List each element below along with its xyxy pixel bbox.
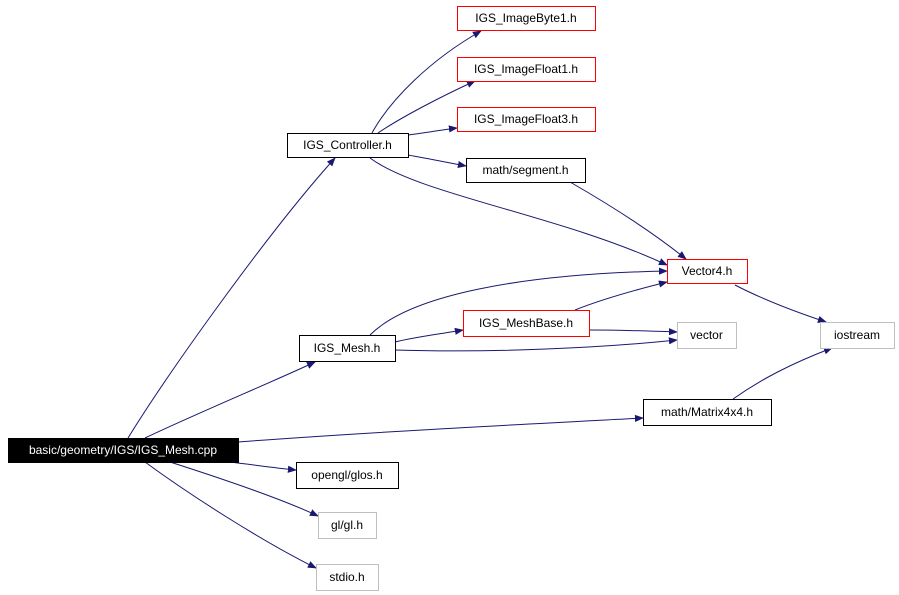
node-imagefloat1[interactable]: IGS_ImageFloat1.h bbox=[457, 57, 596, 82]
node-box bbox=[287, 133, 409, 158]
node-label: IGS_MeshBase.h bbox=[479, 316, 573, 330]
edge-controller-to-imagefloat3 bbox=[407, 125, 458, 136]
node-label: IGS_ImageFloat1.h bbox=[474, 62, 578, 76]
node-label: IGS_Controller.h bbox=[303, 138, 392, 152]
edge-root-to-glos bbox=[229, 461, 297, 473]
node-box bbox=[677, 322, 737, 349]
node-label: math/Matrix4x4.h bbox=[661, 405, 753, 419]
node-label: opengl/glos.h bbox=[311, 468, 382, 482]
node-label: Vector4.h bbox=[682, 264, 733, 278]
edge-meshbase-to-vector4 bbox=[574, 280, 668, 311]
node-label: iostream bbox=[834, 328, 880, 342]
node-meshbase[interactable]: IGS_MeshBase.h bbox=[463, 310, 590, 337]
node-label: IGS_ImageByte1.h bbox=[475, 11, 576, 25]
node-box bbox=[296, 462, 399, 489]
node-label: IGS_ImageFloat3.h bbox=[474, 112, 578, 126]
edge-root-to-controller bbox=[127, 157, 336, 439]
edge-root-to-matrix bbox=[237, 414, 644, 443]
edge-controller-to-imagebyte1 bbox=[371, 30, 482, 134]
edge-meshbase-to-vector bbox=[588, 328, 678, 336]
node-label: gl/gl.h bbox=[331, 518, 363, 532]
node-iostream[interactable]: iostream bbox=[820, 322, 895, 349]
node-box bbox=[643, 399, 772, 426]
node-box bbox=[457, 57, 596, 82]
node-box bbox=[466, 158, 586, 183]
node-box bbox=[318, 512, 377, 539]
edge-vector4-to-iostream bbox=[734, 284, 827, 323]
edge-root-to-mesh bbox=[144, 361, 316, 439]
node-vector4[interactable]: Vector4.h bbox=[667, 259, 748, 284]
edge-controller-to-imagefloat1 bbox=[377, 80, 476, 134]
edge-mesh-to-vector bbox=[394, 337, 678, 352]
node-box bbox=[820, 322, 895, 349]
edge-controller-to-segment bbox=[407, 154, 467, 169]
node-box bbox=[299, 335, 396, 362]
node-box bbox=[667, 259, 748, 284]
node-box bbox=[457, 107, 596, 132]
node-root[interactable]: basic/geometry/IGS/IGS_Mesh.cpp bbox=[8, 438, 239, 463]
node-glos[interactable]: opengl/glos.h bbox=[296, 462, 399, 489]
node-mesh[interactable]: IGS_Mesh.h bbox=[299, 335, 396, 362]
edge-mesh-to-meshbase bbox=[394, 327, 464, 343]
edge-segment-to-vector4 bbox=[569, 181, 687, 260]
node-label: stdio.h bbox=[329, 570, 364, 584]
node-glgl[interactable]: gl/gl.h bbox=[318, 512, 377, 539]
node-segment[interactable]: math/segment.h bbox=[466, 158, 586, 183]
edge-controller-to-vector4 bbox=[369, 157, 668, 266]
node-label: IGS_Mesh.h bbox=[314, 341, 381, 355]
node-vector[interactable]: vector bbox=[677, 322, 737, 349]
node-imagebyte1[interactable]: IGS_ImageByte1.h bbox=[457, 6, 596, 31]
node-stdio[interactable]: stdio.h bbox=[316, 564, 379, 591]
node-label: math/segment.h bbox=[482, 163, 568, 177]
node-box bbox=[8, 438, 239, 463]
edge-root-to-glgl bbox=[169, 461, 319, 517]
edge-matrix-to-iostream bbox=[732, 347, 833, 400]
edges-layer bbox=[127, 30, 833, 569]
node-label: vector bbox=[690, 328, 723, 342]
edge-mesh-to-vector4 bbox=[369, 267, 668, 336]
node-controller[interactable]: IGS_Controller.h bbox=[287, 133, 409, 158]
nodes-layer: basic/geometry/IGS/IGS_Mesh.cpp IGS_Contr… bbox=[8, 6, 895, 591]
node-label: basic/geometry/IGS/IGS_Mesh.cpp bbox=[29, 443, 217, 457]
node-box bbox=[316, 564, 379, 591]
node-box bbox=[457, 6, 596, 31]
node-box bbox=[463, 310, 590, 337]
node-matrix[interactable]: math/Matrix4x4.h bbox=[643, 399, 772, 426]
node-imagefloat3[interactable]: IGS_ImageFloat3.h bbox=[457, 107, 596, 132]
edge-root-to-stdio bbox=[144, 461, 317, 569]
